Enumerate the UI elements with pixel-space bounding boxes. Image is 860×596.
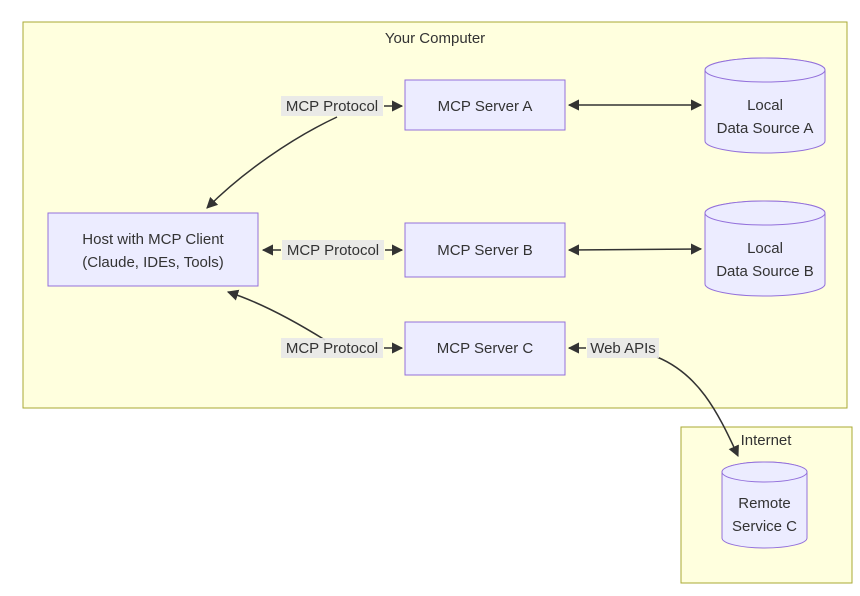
node-remote-service-c: Remote Service C bbox=[721, 461, 808, 549]
remote-service-c-lid bbox=[721, 461, 808, 483]
data-source-b-line1: Local bbox=[747, 240, 783, 257]
node-host: Host with MCP Client (Claude, IDEs, Tool… bbox=[47, 212, 259, 287]
edges bbox=[206, 99, 739, 458]
protocol-c-label: MCP Protocol bbox=[286, 340, 378, 357]
edge-server-b-data-source-b bbox=[567, 243, 703, 256]
node-server-c: MCP Server C bbox=[404, 321, 566, 376]
data-source-a-line2: Data Source A bbox=[717, 120, 814, 137]
node-server-b: MCP Server B bbox=[404, 222, 566, 278]
remote-service-c-line1: Remote bbox=[738, 495, 791, 512]
data-source-b-line2: Data Source B bbox=[716, 263, 814, 280]
protocol-b-label-bg bbox=[282, 240, 384, 260]
protocol-a-label-bg bbox=[281, 96, 383, 116]
node-server-a: MCP Server A bbox=[404, 79, 566, 131]
node-data-source-b: Local Data Source B bbox=[704, 200, 826, 297]
web-apis-label-bg bbox=[587, 338, 659, 358]
protocol-a-label: MCP Protocol bbox=[286, 98, 378, 115]
server-c-rect bbox=[404, 321, 566, 376]
edge-protocol-c-to-host bbox=[226, 289, 326, 341]
server-a-label: MCP Server A bbox=[438, 98, 533, 115]
your-computer-label: Your Computer bbox=[385, 30, 485, 47]
node-data-source-a: Local Data Source A bbox=[704, 57, 826, 154]
server-a-rect bbox=[404, 79, 566, 131]
host-label-line2: (Claude, IDEs, Tools) bbox=[82, 254, 223, 271]
data-source-b-lid bbox=[704, 200, 826, 226]
cluster-internet: Internet bbox=[680, 426, 853, 584]
server-c-label: MCP Server C bbox=[437, 340, 534, 357]
server-b-label: MCP Server B bbox=[437, 242, 533, 259]
remote-service-c-line2: Service C bbox=[732, 518, 797, 535]
host-rect bbox=[47, 212, 259, 287]
protocol-c-label-bg bbox=[281, 338, 383, 358]
web-apis-label: Web APIs bbox=[590, 340, 656, 357]
protocol-b-label: MCP Protocol bbox=[287, 242, 379, 259]
edge-protocol-a-to-host bbox=[206, 116, 338, 209]
edge-labels: MCP Protocol MCP Protocol MCP Protocol W… bbox=[281, 96, 659, 358]
internet-label: Internet bbox=[741, 432, 793, 449]
data-source-a-line1: Local bbox=[747, 97, 783, 114]
edge-web-apis-to-remote-service bbox=[656, 356, 739, 458]
host-label-line1: Host with MCP Client bbox=[82, 231, 224, 248]
internet-box bbox=[680, 426, 853, 584]
data-source-a-lid bbox=[704, 57, 826, 83]
server-b-rect bbox=[404, 222, 566, 278]
